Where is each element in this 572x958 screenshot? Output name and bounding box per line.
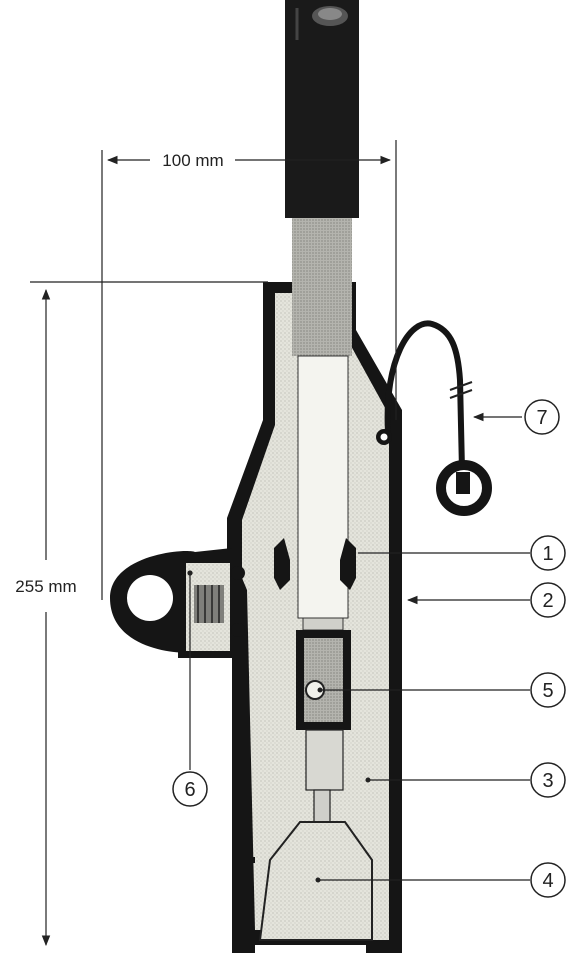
callout-7: 7 bbox=[524, 399, 560, 435]
svg-text:1: 1 bbox=[542, 543, 553, 565]
cable-jacket bbox=[285, 0, 359, 218]
svg-text:7: 7 bbox=[536, 407, 547, 429]
svg-text:5: 5 bbox=[542, 680, 553, 702]
cable-screen bbox=[292, 218, 352, 356]
width-dimension bbox=[101, 140, 397, 600]
callout-4: 4 bbox=[530, 862, 566, 898]
height-label: 255 mm bbox=[15, 577, 76, 596]
callout-5: 5 bbox=[530, 672, 566, 708]
width-label: 100 mm bbox=[162, 151, 223, 170]
svg-text:4: 4 bbox=[542, 870, 553, 892]
svg-text:3: 3 bbox=[542, 770, 553, 792]
stress-control-ring bbox=[274, 538, 356, 590]
leader-lines bbox=[187, 412, 530, 881]
callout-3: 3 bbox=[530, 762, 566, 798]
clamp-lug bbox=[110, 548, 245, 658]
height-dimension bbox=[30, 281, 268, 947]
callout-1: 1 bbox=[530, 535, 566, 571]
callout-2: 2 bbox=[530, 582, 566, 618]
earthing-lead bbox=[376, 320, 492, 516]
svg-text:2: 2 bbox=[542, 590, 553, 612]
callout-6: 6 bbox=[172, 771, 208, 807]
svg-text:6: 6 bbox=[184, 779, 195, 801]
